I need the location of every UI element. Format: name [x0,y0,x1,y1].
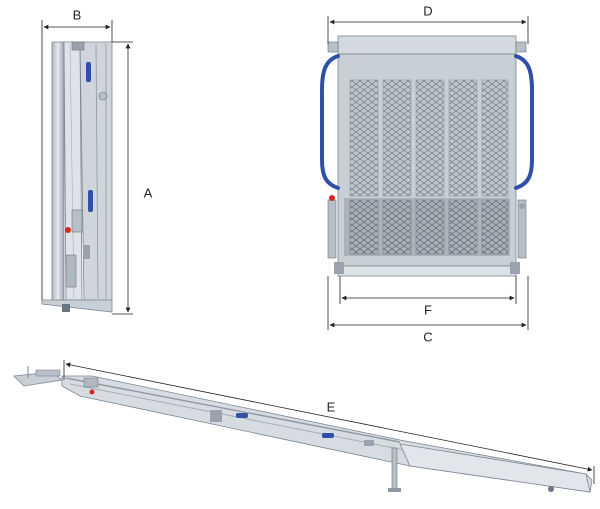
dimension-d [327,16,529,44]
dimension-e [63,360,595,484]
grip-icon [88,190,93,212]
front-view-platform [320,35,534,277]
dimension-label-b: B [72,7,82,23]
dimension-c [327,276,529,330]
side-view-folded [41,41,113,313]
dimension-a [112,41,133,315]
grip-icon [320,54,340,190]
dimension-f [339,276,517,304]
deployed-view-ramp [13,366,593,493]
handle-icon [89,389,95,395]
dimension-label-f: F [424,302,432,318]
mesh-panels [344,79,510,256]
dimension-label-e: E [326,399,336,415]
dimension-label-d: D [423,3,433,19]
grip-icon [514,54,534,190]
dimension-label-a: A [143,185,153,201]
handle-icon [65,227,71,233]
dimension-label-c: C [423,329,433,345]
grip-icon [236,413,248,418]
dimension-b [41,20,113,300]
grip-icon [86,62,91,82]
handle-icon [329,195,335,201]
grip-icon [322,433,334,438]
